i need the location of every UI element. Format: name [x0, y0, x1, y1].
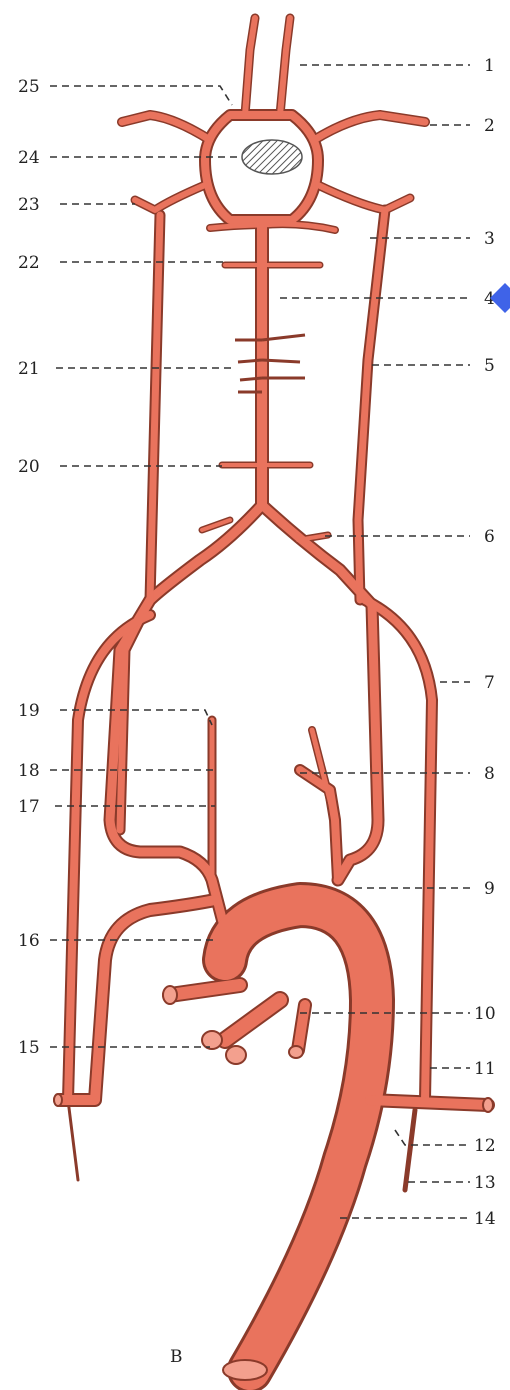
- label-17: 17: [18, 797, 40, 817]
- label-18: 18: [18, 761, 40, 781]
- label-1: 1: [484, 56, 495, 76]
- label-9: 9: [484, 879, 495, 899]
- label-5: 5: [484, 356, 495, 376]
- right-labels: 1 2 3 4 5 6 7 8 9 10 11 12 13 14: [474, 56, 496, 1229]
- vessel-fills: [60, 18, 488, 1370]
- label-14: 14: [474, 1209, 496, 1229]
- label-20: 20: [18, 457, 40, 477]
- label-19: 19: [18, 701, 40, 721]
- label-13: 13: [474, 1173, 496, 1193]
- label-11: 11: [474, 1059, 496, 1079]
- pontine-branches: [235, 335, 305, 392]
- label-25: 25: [18, 77, 40, 97]
- label-24: 24: [18, 148, 40, 168]
- pituitary-shape: [242, 140, 302, 174]
- label-22: 22: [18, 253, 40, 273]
- label-15: 15: [18, 1038, 40, 1058]
- label-23: 23: [18, 195, 40, 215]
- label-7: 7: [484, 673, 495, 693]
- label-16: 16: [18, 931, 40, 951]
- label-10: 10: [474, 1004, 496, 1024]
- label-6: 6: [484, 527, 495, 547]
- label-3: 3: [484, 229, 495, 249]
- panel-letter: B: [170, 1347, 183, 1367]
- label-21: 21: [18, 359, 40, 379]
- label-8: 8: [484, 764, 495, 784]
- label-2: 2: [484, 116, 495, 136]
- left-labels: 25 24 23 22 21 20 19 18 17 16 15: [18, 77, 40, 1058]
- label-12: 12: [474, 1136, 496, 1156]
